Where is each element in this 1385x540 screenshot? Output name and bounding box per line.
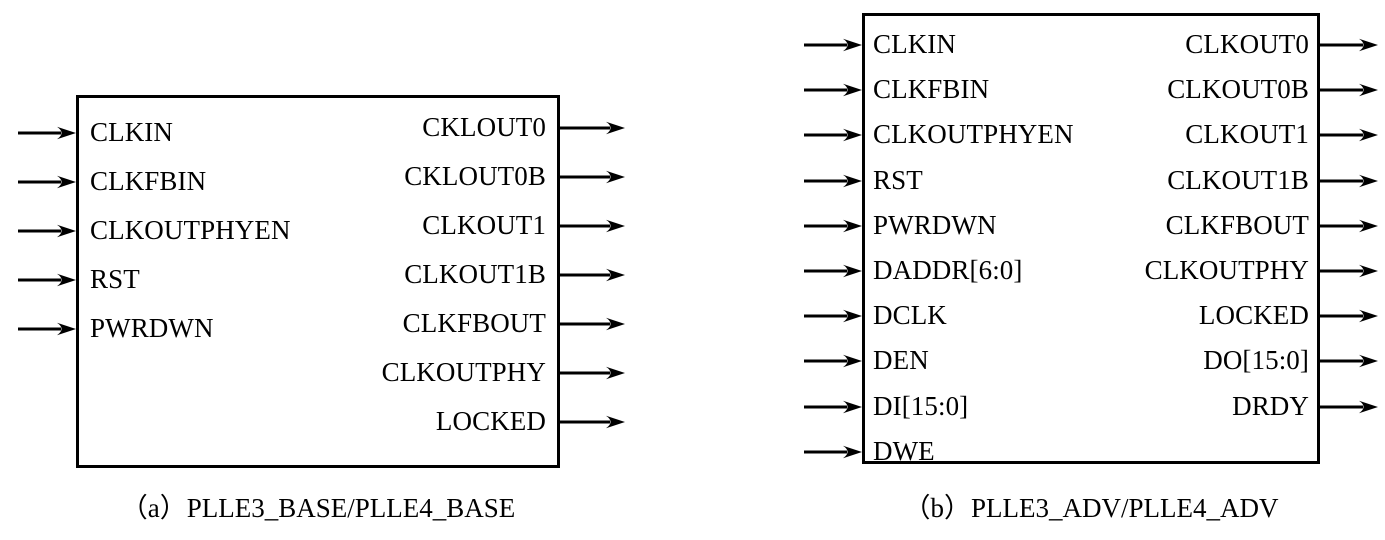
output-port-clkout1: CLKOUT1 xyxy=(422,210,546,240)
signal-arrow xyxy=(560,170,625,184)
signal-arrow xyxy=(560,268,625,282)
output-port-clkfbout: CLKFBOUT xyxy=(1165,209,1309,240)
input-port-clkoutphyen: CLKOUTPHYEN xyxy=(873,119,1074,150)
input-port-den: DEN xyxy=(873,345,929,376)
output-port-cklout0: CKLOUT0 xyxy=(422,112,546,142)
signal-arrow xyxy=(560,219,625,233)
signal-arrow xyxy=(1320,219,1378,232)
signal-arrow xyxy=(560,317,625,331)
output-port-drdy: DRDY xyxy=(1232,390,1309,421)
signal-arrow xyxy=(804,309,862,323)
signal-arrow xyxy=(804,264,862,278)
signal-arrow xyxy=(1320,355,1378,368)
input-port-clkoutphyen: CLKOUTPHYEN xyxy=(90,215,291,245)
signal-arrow xyxy=(18,224,76,238)
input-port-clkfbin: CLKFBIN xyxy=(90,166,207,196)
input-port-pwrdwn: PWRDWN xyxy=(873,209,997,240)
input-port-dclk: DCLK xyxy=(873,300,947,331)
signal-arrow xyxy=(804,38,862,52)
output-port-cklout0b: CKLOUT0B xyxy=(404,161,546,191)
signal-arrow xyxy=(18,126,76,140)
input-port-dwe: DWE xyxy=(873,435,935,466)
signal-arrow xyxy=(18,273,76,287)
signal-arrow xyxy=(804,355,862,368)
signal-arrow xyxy=(18,322,76,336)
output-port-clkoutphy: CLKOUTPHY xyxy=(381,357,546,387)
signal-arrow xyxy=(1320,264,1378,278)
block-symbol-plle3-base xyxy=(76,95,560,468)
output-port-clkout1b: CLKOUT1B xyxy=(404,259,546,289)
signal-arrow xyxy=(1320,309,1378,323)
output-port-clkout0b: CLKOUT0B xyxy=(1167,74,1309,105)
signal-arrow xyxy=(1320,174,1378,187)
output-port-locked: LOCKED xyxy=(1198,300,1309,331)
signal-arrow xyxy=(560,121,625,135)
output-port-clkout1: CLKOUT1 xyxy=(1185,119,1309,150)
output-port-clkoutphy: CLKOUTPHY xyxy=(1144,255,1309,285)
input-port-clkin: CLKIN xyxy=(90,117,173,147)
block-symbol-plle3-adv xyxy=(862,13,1320,464)
signal-arrow xyxy=(1320,129,1378,142)
signal-arrow xyxy=(804,219,862,232)
signal-arrow xyxy=(560,366,625,380)
output-port-clkout0: CLKOUT0 xyxy=(1185,29,1309,59)
signal-arrow xyxy=(804,400,862,413)
signal-arrow xyxy=(1320,38,1378,52)
signal-arrow xyxy=(560,415,625,429)
input-port-rst: RST xyxy=(873,164,923,195)
output-port-clkfbout: CLKFBOUT xyxy=(402,308,546,338)
signal-arrow xyxy=(18,175,76,189)
input-port-daddr-6-0: DADDR[6:0] xyxy=(873,255,1023,285)
signal-arrow xyxy=(804,129,862,142)
signal-arrow xyxy=(804,83,862,97)
input-port-di-15-0: DI[15:0] xyxy=(873,390,969,421)
input-port-pwrdwn: PWRDWN xyxy=(90,313,214,343)
input-port-rst: RST xyxy=(90,264,140,294)
signal-arrow xyxy=(1320,83,1378,97)
figure-caption-a: （a）PLLE3_BASE/PLLE4_BASE xyxy=(120,493,516,523)
signal-arrow xyxy=(1320,400,1378,413)
output-port-do-15-0: DO[15:0] xyxy=(1203,345,1309,376)
input-port-clkfbin: CLKFBIN xyxy=(873,74,990,105)
figure-caption-b: （b）PLLE3_ADV/PLLE4_ADV xyxy=(903,493,1279,523)
output-port-clkout1b: CLKOUT1B xyxy=(1167,164,1309,195)
signal-arrow xyxy=(804,174,862,187)
signal-arrow xyxy=(804,445,862,458)
output-port-locked: LOCKED xyxy=(435,406,546,436)
input-port-clkin: CLKIN xyxy=(873,29,956,59)
